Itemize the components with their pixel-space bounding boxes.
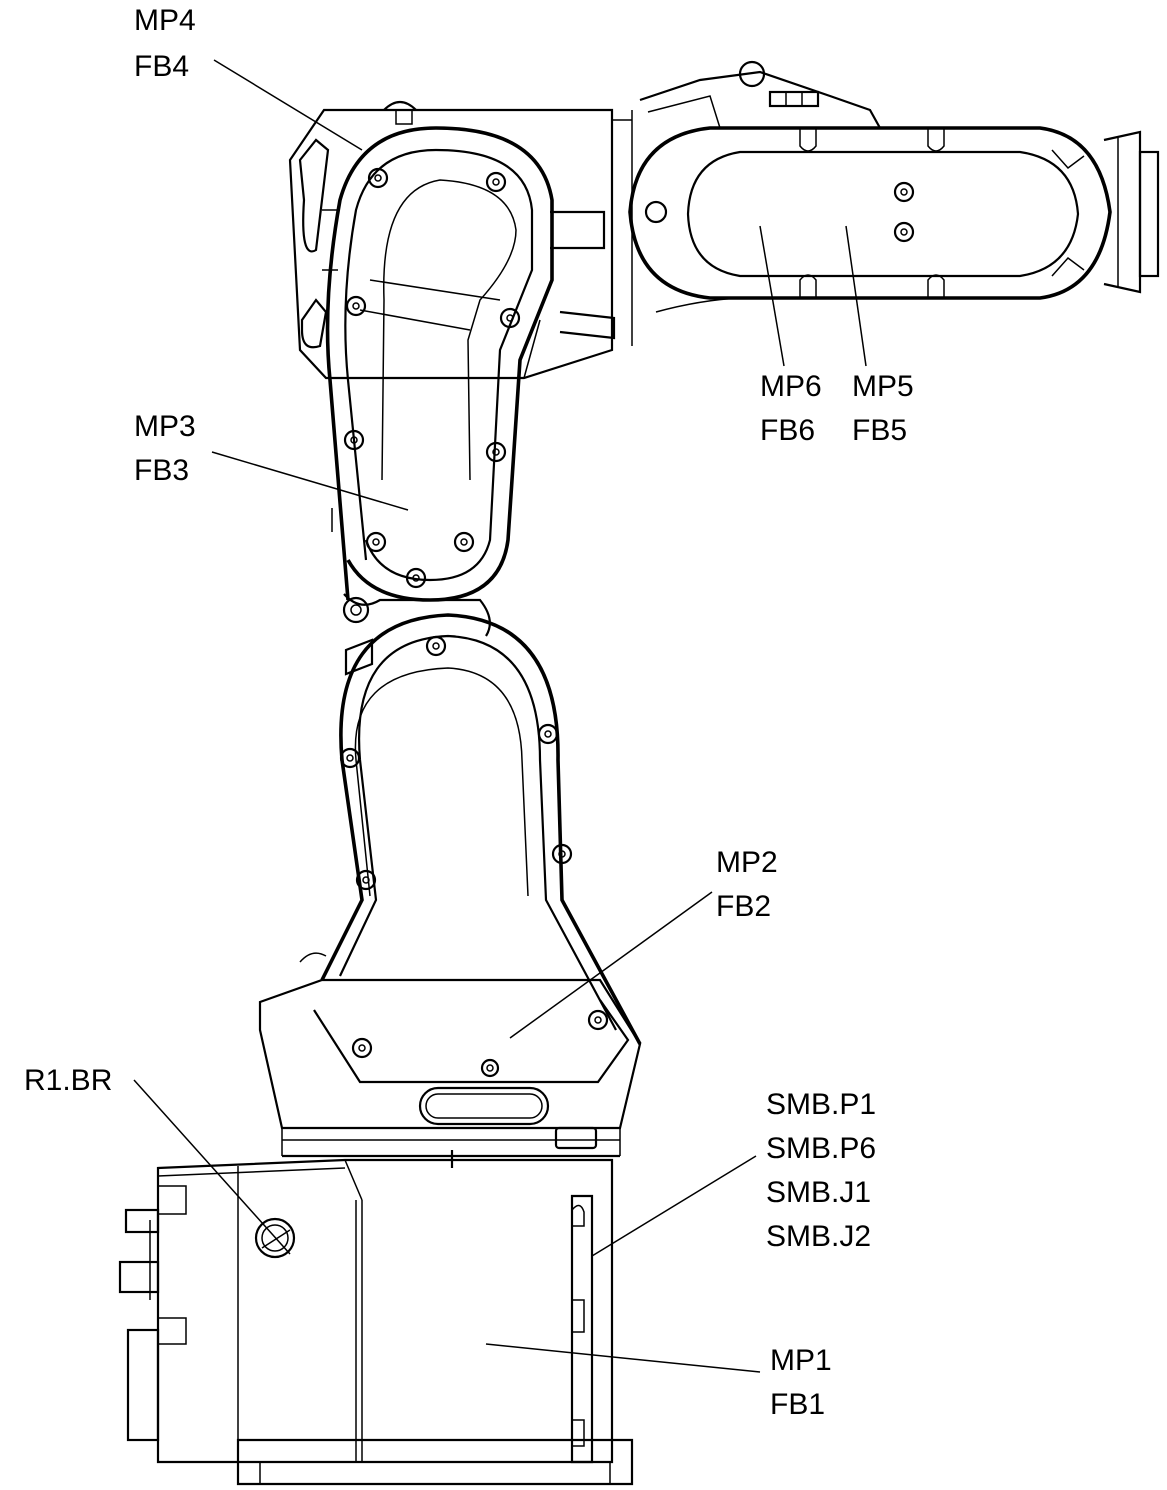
leader-r1br [133,1079,291,1255]
label-fb6: FB6 [760,414,815,447]
lower-arm [299,613,642,1078]
label-smb-j1: SMB.J1 [766,1176,871,1209]
label-fb4: FB4 [134,50,189,83]
lower-arm-screws [339,635,609,1078]
label-fb2: FB2 [716,890,771,923]
label-smb-p6: SMB.P6 [766,1132,876,1165]
label-mp3: MP3 [134,410,196,443]
label-r1br: R1.BR [24,1064,112,1097]
upper-arm [325,126,554,676]
wrist [628,60,1160,313]
upper-arm-screws [343,167,521,589]
label-smb-j2: SMB.J2 [766,1220,871,1253]
label-mp6: MP6 [760,370,822,403]
label-mp1: MP1 [770,1344,832,1377]
label-smb-p1: SMB.P1 [766,1088,876,1121]
leader-mp6 [759,225,785,367]
axis4-housing [288,100,633,380]
label-mp2: MP2 [716,846,778,879]
axis2-housing [258,978,642,1158]
leader-mp4 [213,59,363,151]
labels: MP4 FB4 MP3 FB3 MP6 FB6 MP5 FB5 MP2 FB2 … [24,4,914,1421]
leader-smb [591,1155,757,1257]
label-fb5: FB5 [852,414,907,447]
robot-base [118,1150,634,1486]
leader-mp5 [845,225,867,367]
label-fb3: FB3 [134,454,189,487]
leader-mp1 [485,1343,761,1373]
leader-lines [133,59,867,1373]
label-mp5: MP5 [852,370,914,403]
leader-mp2 [509,891,713,1039]
label-fb1: FB1 [770,1388,825,1421]
leader-mp3 [211,451,409,511]
label-mp4: MP4 [134,4,196,37]
